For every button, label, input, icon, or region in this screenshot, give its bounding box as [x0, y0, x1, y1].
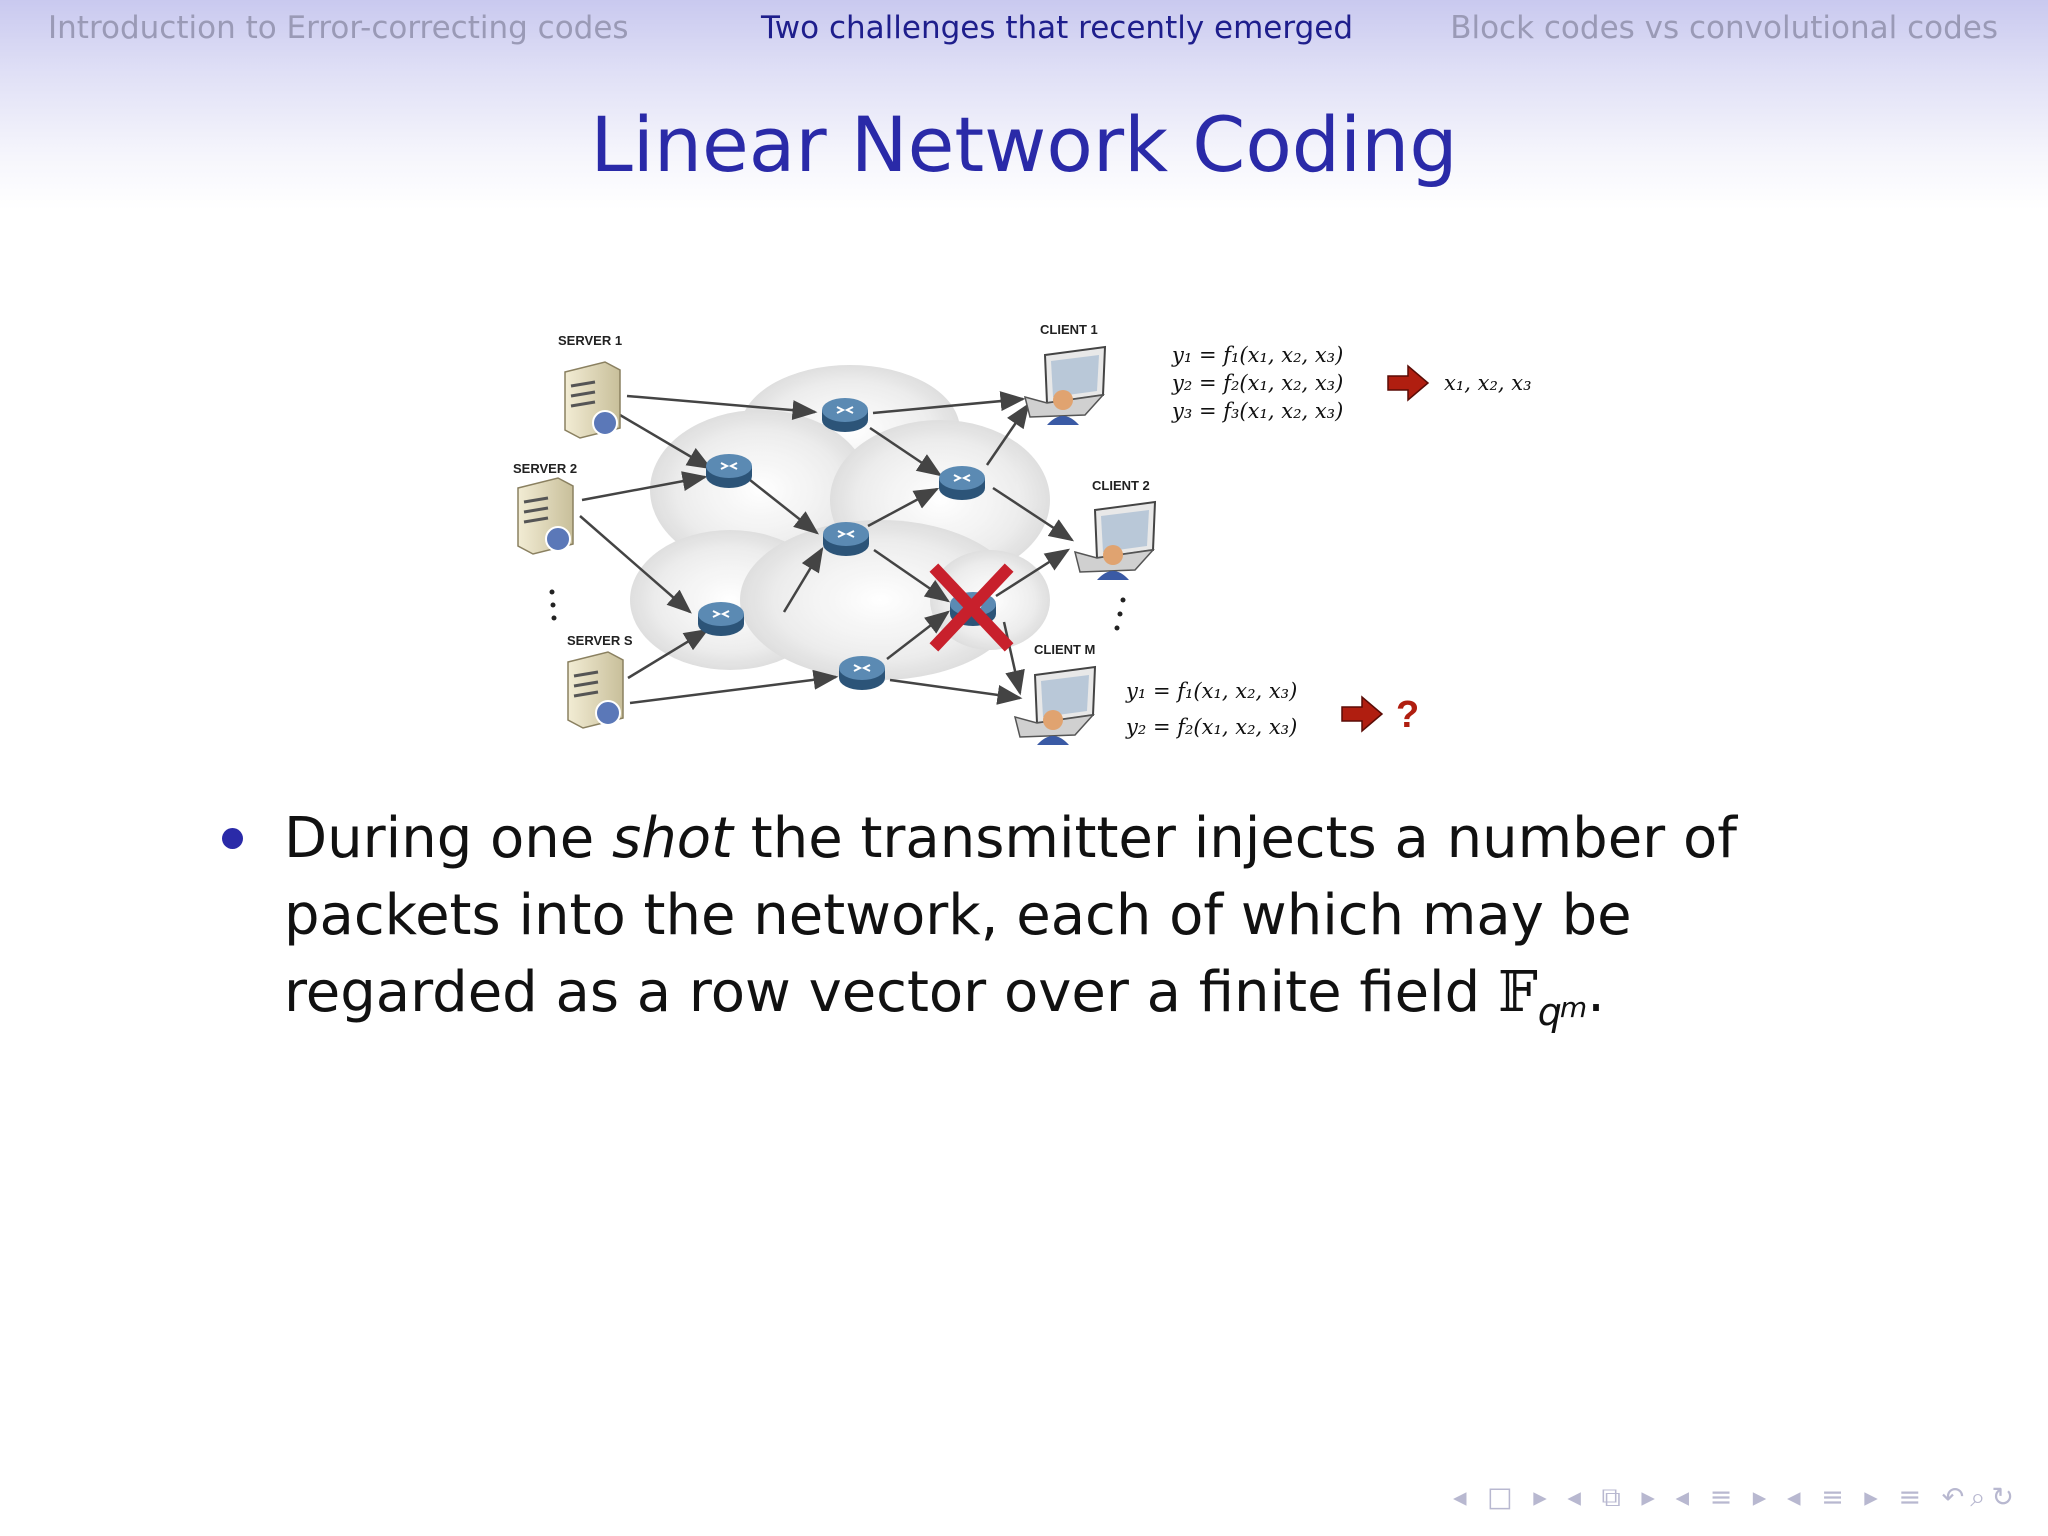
equation-line: y₁ = f₁(x₁, x₂, x₃) — [1171, 343, 1343, 367]
equation-line: y₁ = f₁(x₁, x₂, x₃) — [1125, 679, 1297, 703]
router-icon — [823, 522, 869, 556]
body-text-continued: the transmitter injects a number of pack… — [284, 806, 1737, 1025]
router-icon — [939, 466, 985, 500]
nav-section-current[interactable]: Two challenges that recently emerged — [761, 10, 1354, 46]
equation-line: y₃ = f₃(x₁, x₂, x₃) — [1171, 399, 1343, 423]
router-icon — [698, 602, 744, 636]
laptop-user-icon — [1073, 500, 1157, 580]
body-text-start: During one — [284, 806, 613, 871]
field-superscript: m — [1559, 991, 1588, 1024]
header-bar: Introduction to Error-correcting codes T… — [0, 0, 2048, 210]
right-arrow-icon — [1387, 364, 1430, 402]
equation-line: y₂ = f₂(x₁, x₂, x₃) — [1171, 371, 1343, 395]
server-icon — [517, 477, 574, 555]
unknown-result: ? — [1396, 694, 1419, 736]
failure-cross-icon — [929, 563, 1014, 652]
router-icon — [706, 454, 752, 488]
beamer-navigation-controls[interactable]: ◂ □ ▸ ◂ ⧉ ▸ ◂ ≡ ▸ ◂ ≡ ▸ ≡ ↶⌕↻ — [1452, 1482, 2020, 1513]
label-client-m: CLIENT M — [1034, 642, 1095, 657]
equation-line: y₂ = f₂(x₁, x₂, x₃) — [1125, 715, 1297, 739]
field-subscript: qm — [1537, 990, 1588, 1034]
server-icon — [567, 651, 624, 729]
bullet-icon — [222, 828, 243, 849]
network-coding-diagram: SERVER 1 SERVER 2 SERVER S CLIENT 1 CLIE… — [513, 322, 1532, 745]
server-icon — [564, 361, 621, 439]
slide-title: Linear Network Coding — [590, 100, 1458, 189]
nav-section-intro[interactable]: Introduction to Error-correcting codes — [48, 10, 629, 46]
decoded-result: x₁, x₂, x₃ — [1444, 371, 1532, 395]
nav-section-block-codes[interactable]: Block codes vs convolutional codes — [1450, 10, 1998, 46]
body-period: . — [1587, 960, 1605, 1025]
laptop-user-icon — [1013, 665, 1097, 745]
network-links — [579, 391, 1075, 705]
laptop-user-icon — [1023, 345, 1107, 425]
ellipsis-icon — [1114, 597, 1126, 631]
label-client-2: CLIENT 2 — [1092, 478, 1150, 493]
router-icon — [839, 656, 885, 690]
label-server-1: SERVER 1 — [558, 333, 622, 348]
right-arrow-icon — [1341, 695, 1384, 733]
finite-field-symbol: 𝔽 — [1497, 960, 1538, 1025]
body-emphasis: shot — [612, 806, 733, 871]
ellipsis-icon — [549, 589, 557, 621]
cloud — [630, 365, 1050, 680]
label-server-s: SERVER S — [567, 633, 633, 648]
bullet-item: During one shot the transmitter injects … — [222, 800, 1874, 1051]
router-icon — [822, 398, 868, 432]
label-server-2: SERVER 2 — [513, 461, 577, 476]
label-client-1: CLIENT 1 — [1040, 322, 1098, 337]
